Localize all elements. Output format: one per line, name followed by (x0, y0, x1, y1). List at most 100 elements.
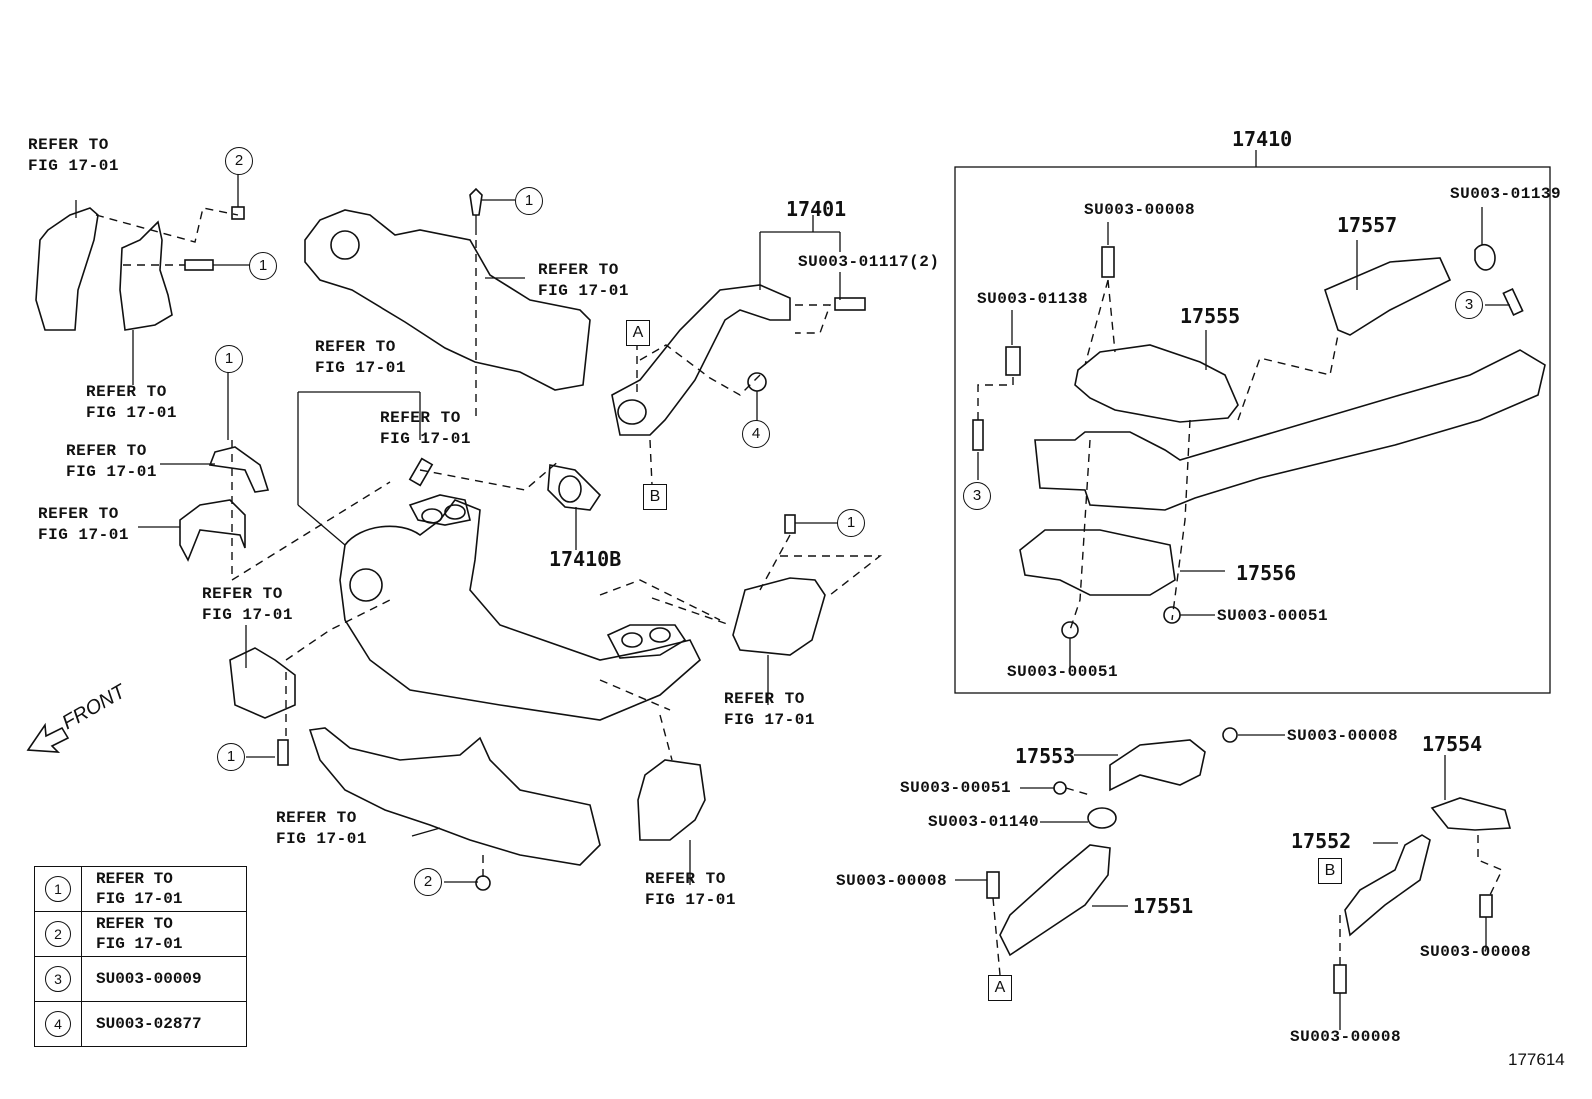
hardware-bolt-code[interactable]: SU003-00008 (1084, 201, 1196, 219)
part-number-17555[interactable]: 17555 (1180, 304, 1241, 328)
hardware-stud-code[interactable]: SU003-01117(2) (798, 253, 940, 271)
part-number-17553[interactable]: 17553 (1015, 744, 1076, 768)
lower-heat-shield (308, 727, 601, 866)
heat-shield-left-part-b (119, 220, 173, 331)
cover-17552 (1344, 834, 1431, 937)
exhaust-manifold (339, 499, 701, 721)
cover-17556 (1019, 529, 1176, 596)
ref-box-a[interactable]: A (626, 320, 650, 346)
part-number-17552[interactable]: 17552 (1291, 829, 1352, 853)
part-number-17557[interactable]: 17557 (1337, 213, 1398, 237)
nut-icon (1053, 781, 1067, 795)
gasket-17410b (547, 464, 602, 511)
refer-label: REFER TO FIG 17-01 (66, 442, 157, 481)
legend-number: 4 (45, 1011, 71, 1037)
cover-17555 (1074, 344, 1239, 423)
legend-number: 2 (45, 921, 71, 947)
cover-right-part (732, 577, 826, 656)
stud-icon (408, 457, 434, 487)
hardware-nut-code[interactable]: SU003-00051 (1217, 607, 1329, 625)
callout-1[interactable]: 1 (217, 743, 245, 771)
legend-number: 3 (45, 966, 71, 992)
small-cover-part (229, 647, 296, 719)
catalytic-converter-pipe (1034, 349, 1546, 511)
callout-1[interactable]: 1 (249, 252, 277, 280)
front-pipe-17401 (611, 284, 791, 436)
hardware-nut-code[interactable]: SU003-00051 (1007, 663, 1119, 681)
callout-2[interactable]: 2 (414, 868, 442, 896)
bracket-part (208, 446, 270, 493)
refer-label: REFER TO FIG 17-01 (538, 261, 629, 300)
hardware-bolt-code[interactable]: SU003-00008 (1290, 1028, 1402, 1046)
bolt-icon (1502, 287, 1524, 317)
hardware-bolt-code[interactable]: SU003-00008 (1420, 943, 1532, 961)
arc-cover-part (179, 499, 246, 562)
bolt-icon (1101, 246, 1115, 278)
legend-text: REFER TO FIG 17-01 (81, 911, 247, 957)
callout-3[interactable]: 3 (1455, 291, 1483, 319)
upper-heat-shield (304, 209, 591, 391)
refer-label: REFER TO FIG 17-01 (38, 505, 129, 544)
ref-box-a[interactable]: A (988, 975, 1012, 1001)
heat-shield-left-part (35, 207, 99, 331)
cover-17557 (1324, 257, 1452, 336)
refer-label: REFER TO FIG 17-01 (724, 690, 815, 729)
refer-label: REFER TO FIG 17-01 (202, 585, 293, 624)
part-number-17401[interactable]: 17401 (786, 197, 847, 221)
figure-id: 177614 (1508, 1050, 1565, 1069)
callout-3[interactable]: 3 (963, 482, 991, 510)
callout-1[interactable]: 1 (515, 187, 543, 215)
legend-row: 3 SU003-00009 (34, 956, 247, 1002)
part-number-17410b[interactable]: 17410B (549, 547, 622, 571)
hardware-bolt-code[interactable]: SU003-00008 (1287, 727, 1399, 745)
cover-17554 (1430, 797, 1512, 831)
callout-1[interactable]: 1 (215, 345, 243, 373)
bolt-icon (469, 187, 483, 216)
legend-row: 1 REFER TO FIG 17-01 (34, 866, 247, 912)
clip-icon (1005, 346, 1021, 376)
ref-box-b[interactable]: B (643, 484, 667, 510)
refer-label: REFER TO FIG 17-01 (86, 383, 177, 422)
clamp-icon (1087, 807, 1117, 829)
refer-label: REFER TO FIG 17-01 (380, 409, 471, 448)
hardware-nut-code[interactable]: SU003-00051 (900, 779, 1012, 797)
part-number-17554[interactable]: 17554 (1422, 732, 1483, 756)
assembly-17410-frame (954, 166, 1551, 694)
part-number-17556[interactable]: 17556 (1236, 561, 1297, 585)
bolt-head-icon (1222, 727, 1238, 743)
refer-label: REFER TO FIG 17-01 (28, 136, 119, 175)
refer-label: REFER TO FIG 17-01 (315, 338, 406, 377)
legend-text: SU003-02877 (81, 1001, 247, 1047)
clamp-icon (1474, 243, 1496, 271)
cover-17553 (1109, 739, 1206, 792)
part-number-17410[interactable]: 17410 (1232, 127, 1293, 151)
callout-1[interactable]: 1 (837, 509, 865, 537)
legend-text: REFER TO FIG 17-01 (81, 866, 247, 912)
refer-label: REFER TO FIG 17-01 (276, 809, 367, 848)
nut-icon (231, 206, 245, 220)
hardware-clamp-code[interactable]: SU003-01139 (1450, 185, 1562, 203)
cover-lower-right-part (637, 759, 706, 841)
legend-row: 4 SU003-02877 (34, 1001, 247, 1047)
legend-row: 2 REFER TO FIG 17-01 (34, 911, 247, 957)
nut-icon (747, 372, 767, 392)
cover-17551 (999, 844, 1111, 957)
bolt-icon (1333, 964, 1347, 994)
bolt-icon (972, 419, 984, 451)
part-number-17551[interactable]: 17551 (1133, 894, 1194, 918)
bolt-icon (184, 259, 214, 271)
bolt-icon (277, 739, 289, 766)
hardware-bolt-code[interactable]: SU003-00008 (836, 872, 948, 890)
front-arrow-icon (26, 722, 70, 753)
bolt-icon (784, 514, 796, 534)
callout-4[interactable]: 4 (742, 420, 770, 448)
bolt-icon (1479, 894, 1493, 918)
ref-box-b[interactable]: B (1318, 858, 1342, 884)
hardware-clip-code[interactable]: SU003-01138 (977, 290, 1089, 308)
legend-number: 1 (45, 876, 71, 902)
nut-icon (475, 875, 491, 891)
callout-2[interactable]: 2 (225, 147, 253, 175)
hardware-clamp-code[interactable]: SU003-01140 (928, 813, 1040, 831)
